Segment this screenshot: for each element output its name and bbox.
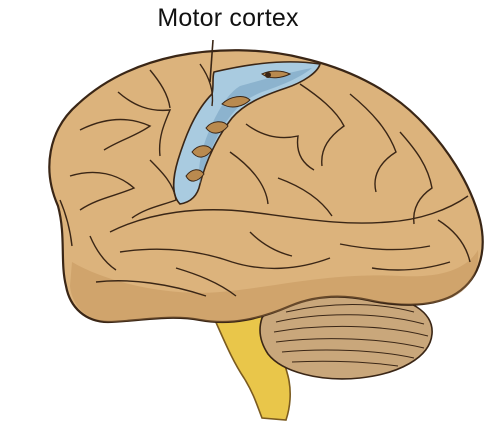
cerebellum-folia	[273, 304, 429, 367]
motor-cortex-shape	[172, 61, 321, 205]
label: Motor cortex	[157, 4, 299, 32]
sulci	[59, 63, 471, 297]
cerebrum	[48, 49, 484, 324]
cerebrum-shading	[70, 250, 479, 323]
leader-line	[209, 39, 214, 83]
homunculus-figures	[185, 70, 292, 182]
motor-cortex-region	[172, 61, 321, 205]
cerebellum	[259, 289, 433, 380]
lateral-sulcus	[109, 195, 469, 233]
